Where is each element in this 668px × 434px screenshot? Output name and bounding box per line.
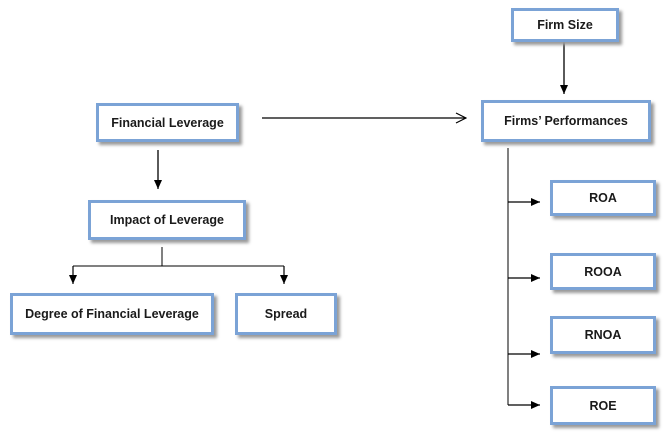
roa-label: ROA [589, 191, 617, 205]
edge-performances-to-ratios [507, 148, 540, 409]
financial-leverage-box: Financial Leverage [96, 103, 239, 142]
roa-box: ROA [550, 180, 656, 216]
degree-of-financial-leverage-box: Degree of Financial Leverage [10, 293, 214, 335]
rnoa-box: RNOA [550, 316, 656, 354]
impact-of-leverage-label: Impact of Leverage [110, 213, 224, 227]
spread-box: Spread [235, 293, 337, 335]
firm-size-box: Firm Size [511, 8, 619, 42]
rooa-box: ROOA [550, 253, 656, 290]
rnoa-label: RNOA [584, 328, 622, 342]
firms-performances-box: Firms’ Performances [481, 100, 651, 142]
edge-impact-split [69, 247, 288, 284]
financial-leverage-label: Financial Leverage [111, 115, 224, 130]
spread-label: Spread [264, 307, 308, 321]
degree-of-financial-leverage-label: Degree of Financial Leverage [25, 307, 199, 321]
firms-performances-label: Firms’ Performances [504, 114, 628, 128]
firm-size-label: Firm Size [537, 18, 593, 32]
impact-of-leverage-box: Impact of Leverage [88, 200, 246, 240]
roe-label: ROE [589, 398, 617, 413]
roe-box: ROE [550, 386, 656, 425]
rooa-label: ROOA [584, 264, 622, 279]
